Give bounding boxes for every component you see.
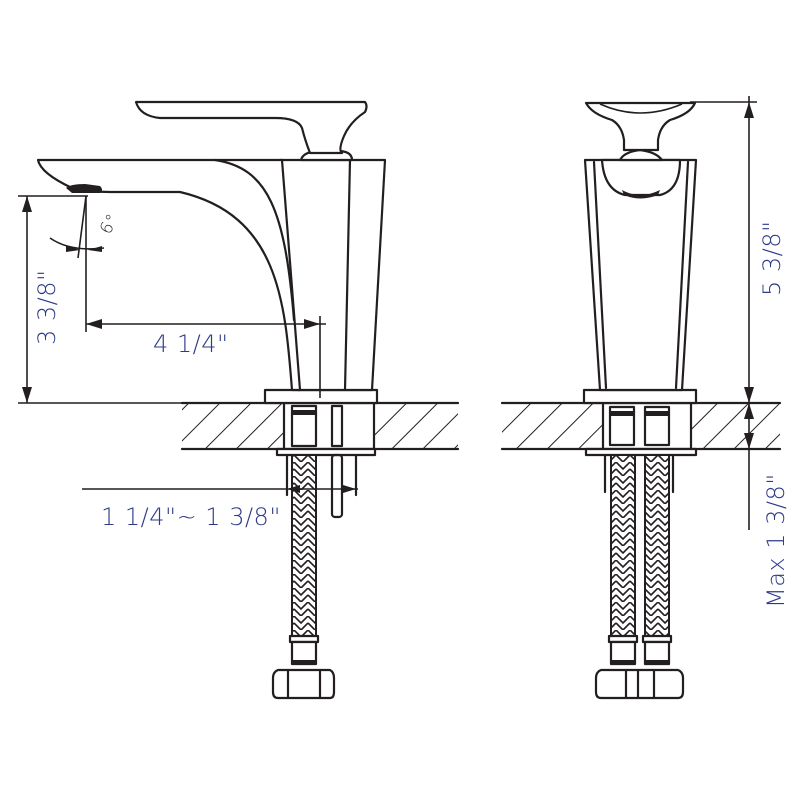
aerator (66, 184, 102, 193)
countertop-front (500, 401, 782, 451)
base-plate (263, 388, 379, 405)
mounting-washer (275, 447, 377, 457)
shank-nut (290, 404, 318, 448)
hose-nuts-front (594, 668, 685, 700)
hose-nut (271, 668, 336, 700)
handle-front (584, 101, 697, 152)
label-max-deck: Max 1 3/8" (762, 473, 790, 608)
spout-front (600, 158, 682, 197)
label-total-height: 5 3/8" (758, 220, 786, 296)
dimension-total-height (690, 96, 757, 403)
side-view (18, 100, 460, 700)
label-spout-reach: 4 1/4" (153, 330, 229, 358)
supply-hose-left (610, 454, 636, 661)
front-view (500, 96, 782, 700)
label-spout-height: 3 3/8" (33, 269, 61, 345)
dimension-spout-angle (49, 195, 105, 259)
dimension-deck-range (82, 485, 358, 493)
base-plate-front (582, 388, 698, 405)
dimension-spout-height (18, 195, 182, 404)
dimension-max-deck (744, 403, 780, 530)
dimension-spout-reach (85, 196, 326, 398)
mounting-stud (330, 453, 344, 519)
spout (36, 158, 302, 392)
supply-hose (291, 454, 317, 661)
supply-hose-right (644, 454, 670, 661)
countertop-side (180, 401, 460, 451)
handle-lever (134, 100, 368, 155)
label-deck-range: 1 1/4"~ 1 3/8" (101, 503, 281, 531)
